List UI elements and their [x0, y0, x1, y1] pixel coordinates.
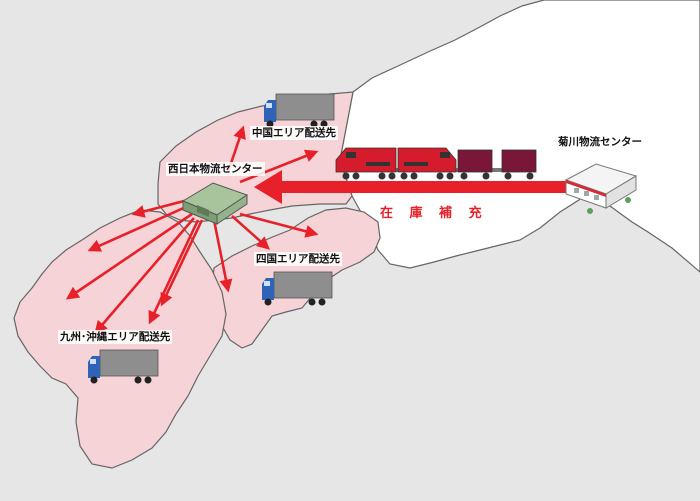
truck-icon [264, 93, 335, 128]
locomotive-1 [335, 147, 397, 173]
arrow-shikoku-1 [231, 215, 270, 250]
restock-arrow [254, 170, 566, 204]
truck-icon [262, 271, 333, 306]
label-restock: 在 庫 補 充 [380, 206, 488, 221]
arrow-chugoku-east [239, 149, 319, 184]
arrow-kyushu-3 [148, 219, 200, 325]
arrow-kyushu-2 [94, 217, 195, 334]
container-2 [501, 149, 537, 173]
truck-icon [88, 349, 159, 384]
train-icon [335, 147, 537, 180]
label-kikukawa-center: 菊川物流センター [556, 135, 644, 149]
arrow-west-1 [131, 198, 189, 218]
distribution-center-icon [564, 163, 638, 214]
arrow-west-2 [87, 204, 189, 252]
label-kyushu-delivery: 九州･沖縄エリア配送先 [58, 330, 173, 344]
label-shikoku-delivery: 四国エリア配送先 [254, 252, 342, 266]
warehouse-icon [181, 182, 249, 225]
arrow-kyushu-4 [160, 219, 204, 307]
container-1 [457, 149, 493, 173]
arrow-kyushu-1 [65, 212, 193, 300]
delivery-arrows [65, 125, 319, 334]
label-chugoku-delivery: 中国エリア配送先 [250, 126, 338, 140]
label-west-center: 西日本物流センター [166, 162, 265, 176]
arrow-south [212, 219, 233, 293]
arrow-shikoku-2 [239, 212, 319, 238]
locomotive-2 [397, 147, 457, 173]
